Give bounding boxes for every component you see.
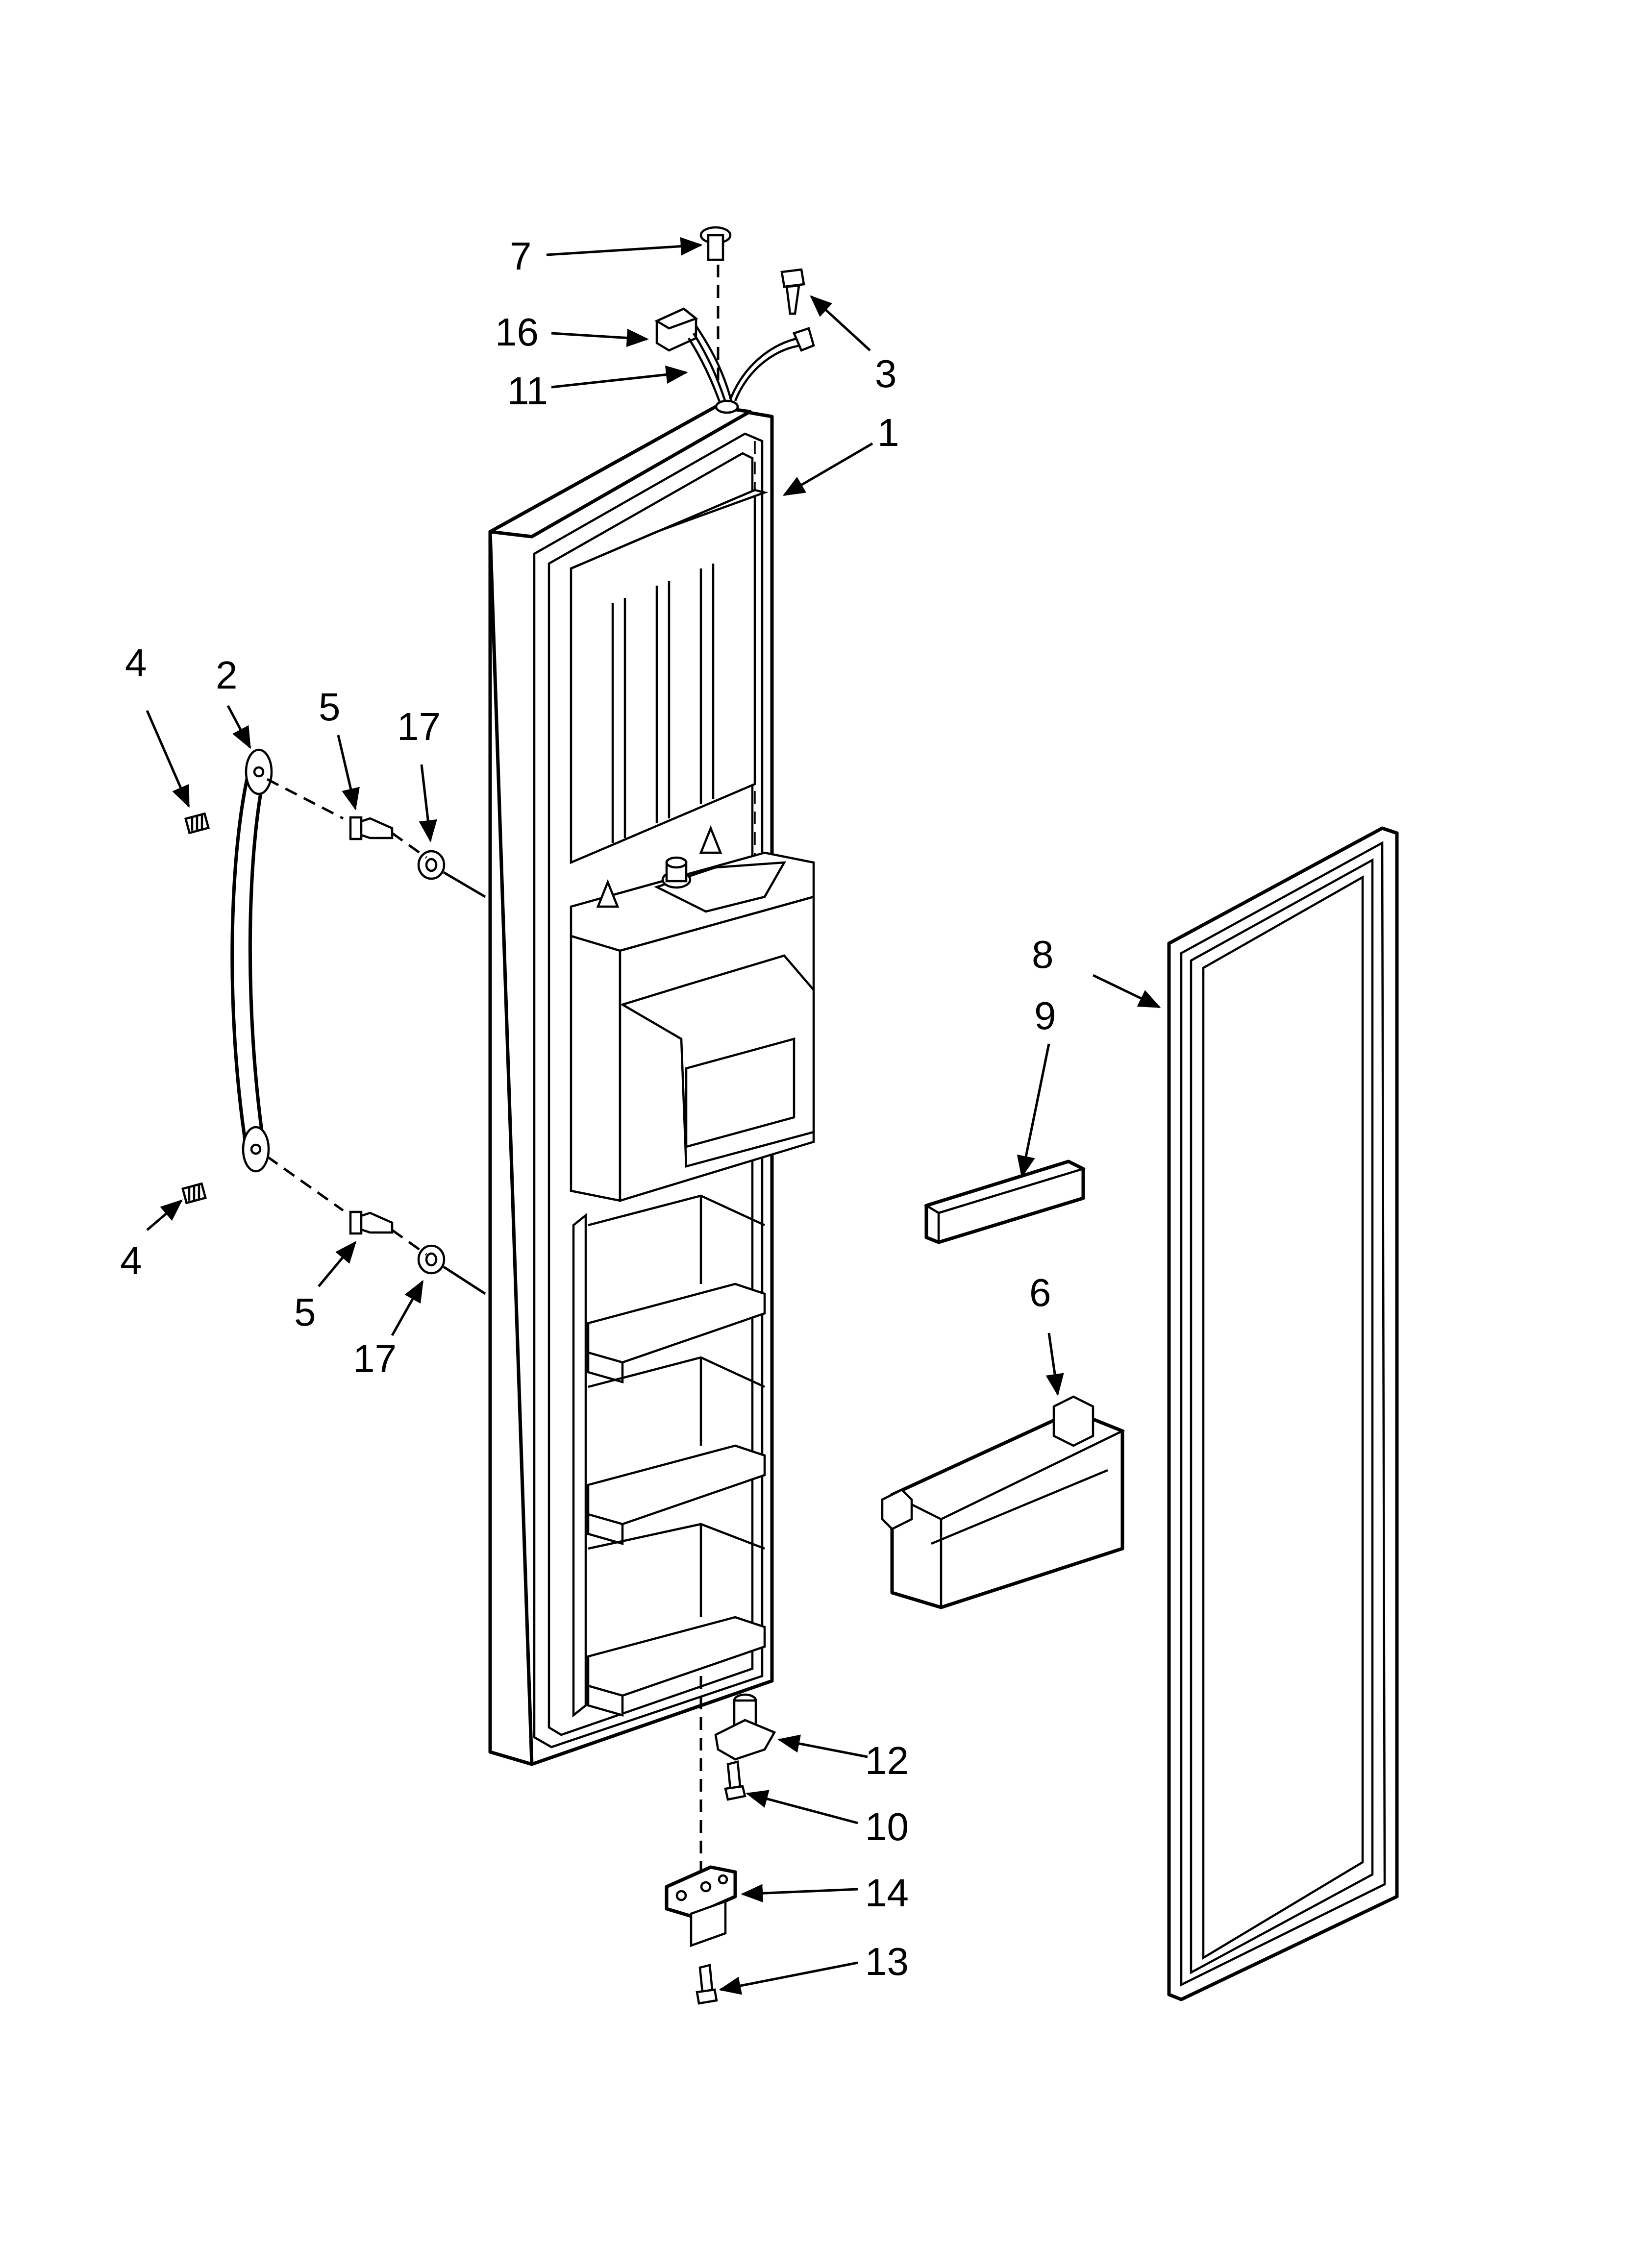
door-gasket bbox=[1167, 826, 1399, 2001]
wire-harness bbox=[688, 325, 815, 414]
callout-13: 13 bbox=[865, 1940, 909, 1983]
door-handle bbox=[230, 748, 273, 1173]
callout-4b: 4 bbox=[120, 1239, 142, 1282]
callout-17: 17 bbox=[397, 705, 441, 748]
callout-11: 11 bbox=[507, 369, 548, 413]
callout-4: 4 bbox=[125, 641, 147, 685]
leader-lines bbox=[146, 237, 1161, 1995]
set-screw-lower bbox=[181, 1182, 207, 1205]
callout-2: 2 bbox=[216, 653, 238, 697]
callout-16: 16 bbox=[495, 310, 539, 354]
shelf-trim bbox=[923, 1159, 1087, 1244]
callout-17b: 17 bbox=[353, 1337, 397, 1381]
callout-5: 5 bbox=[319, 685, 341, 729]
callout-1: 1 bbox=[877, 411, 899, 454]
handle-screw-lower bbox=[349, 1210, 394, 1235]
wire-connector bbox=[654, 307, 698, 352]
door-plug bbox=[699, 226, 732, 387]
callout-labels: 7 16 11 3 1 4 2 5 17 8 9 4 5 17 6 12 10 … bbox=[120, 234, 1056, 1983]
bottom-hinge bbox=[665, 1865, 737, 1948]
callout-9: 9 bbox=[1034, 994, 1056, 1037]
callout-8: 8 bbox=[1032, 933, 1054, 976]
hinge-screw-top bbox=[780, 268, 805, 315]
callout-7: 7 bbox=[510, 234, 532, 278]
door-bin bbox=[881, 1395, 1125, 1609]
callout-3: 3 bbox=[875, 352, 897, 395]
handle-screw-upper bbox=[349, 816, 394, 840]
callout-12: 12 bbox=[865, 1739, 909, 1782]
set-screw-upper bbox=[184, 812, 210, 835]
hinge-screw-lower bbox=[724, 1760, 746, 1801]
callout-6: 6 bbox=[1029, 1271, 1051, 1314]
callout-10: 10 bbox=[865, 1805, 909, 1849]
hinge-bracket-screw bbox=[696, 1964, 718, 2005]
callout-14: 14 bbox=[865, 1871, 909, 1915]
spacer-upper bbox=[417, 850, 446, 880]
callout-5b: 5 bbox=[294, 1290, 316, 1334]
spacer-lower bbox=[417, 1244, 446, 1275]
hinge-bushing bbox=[699, 1676, 776, 1877]
door-panel bbox=[488, 405, 815, 1766]
